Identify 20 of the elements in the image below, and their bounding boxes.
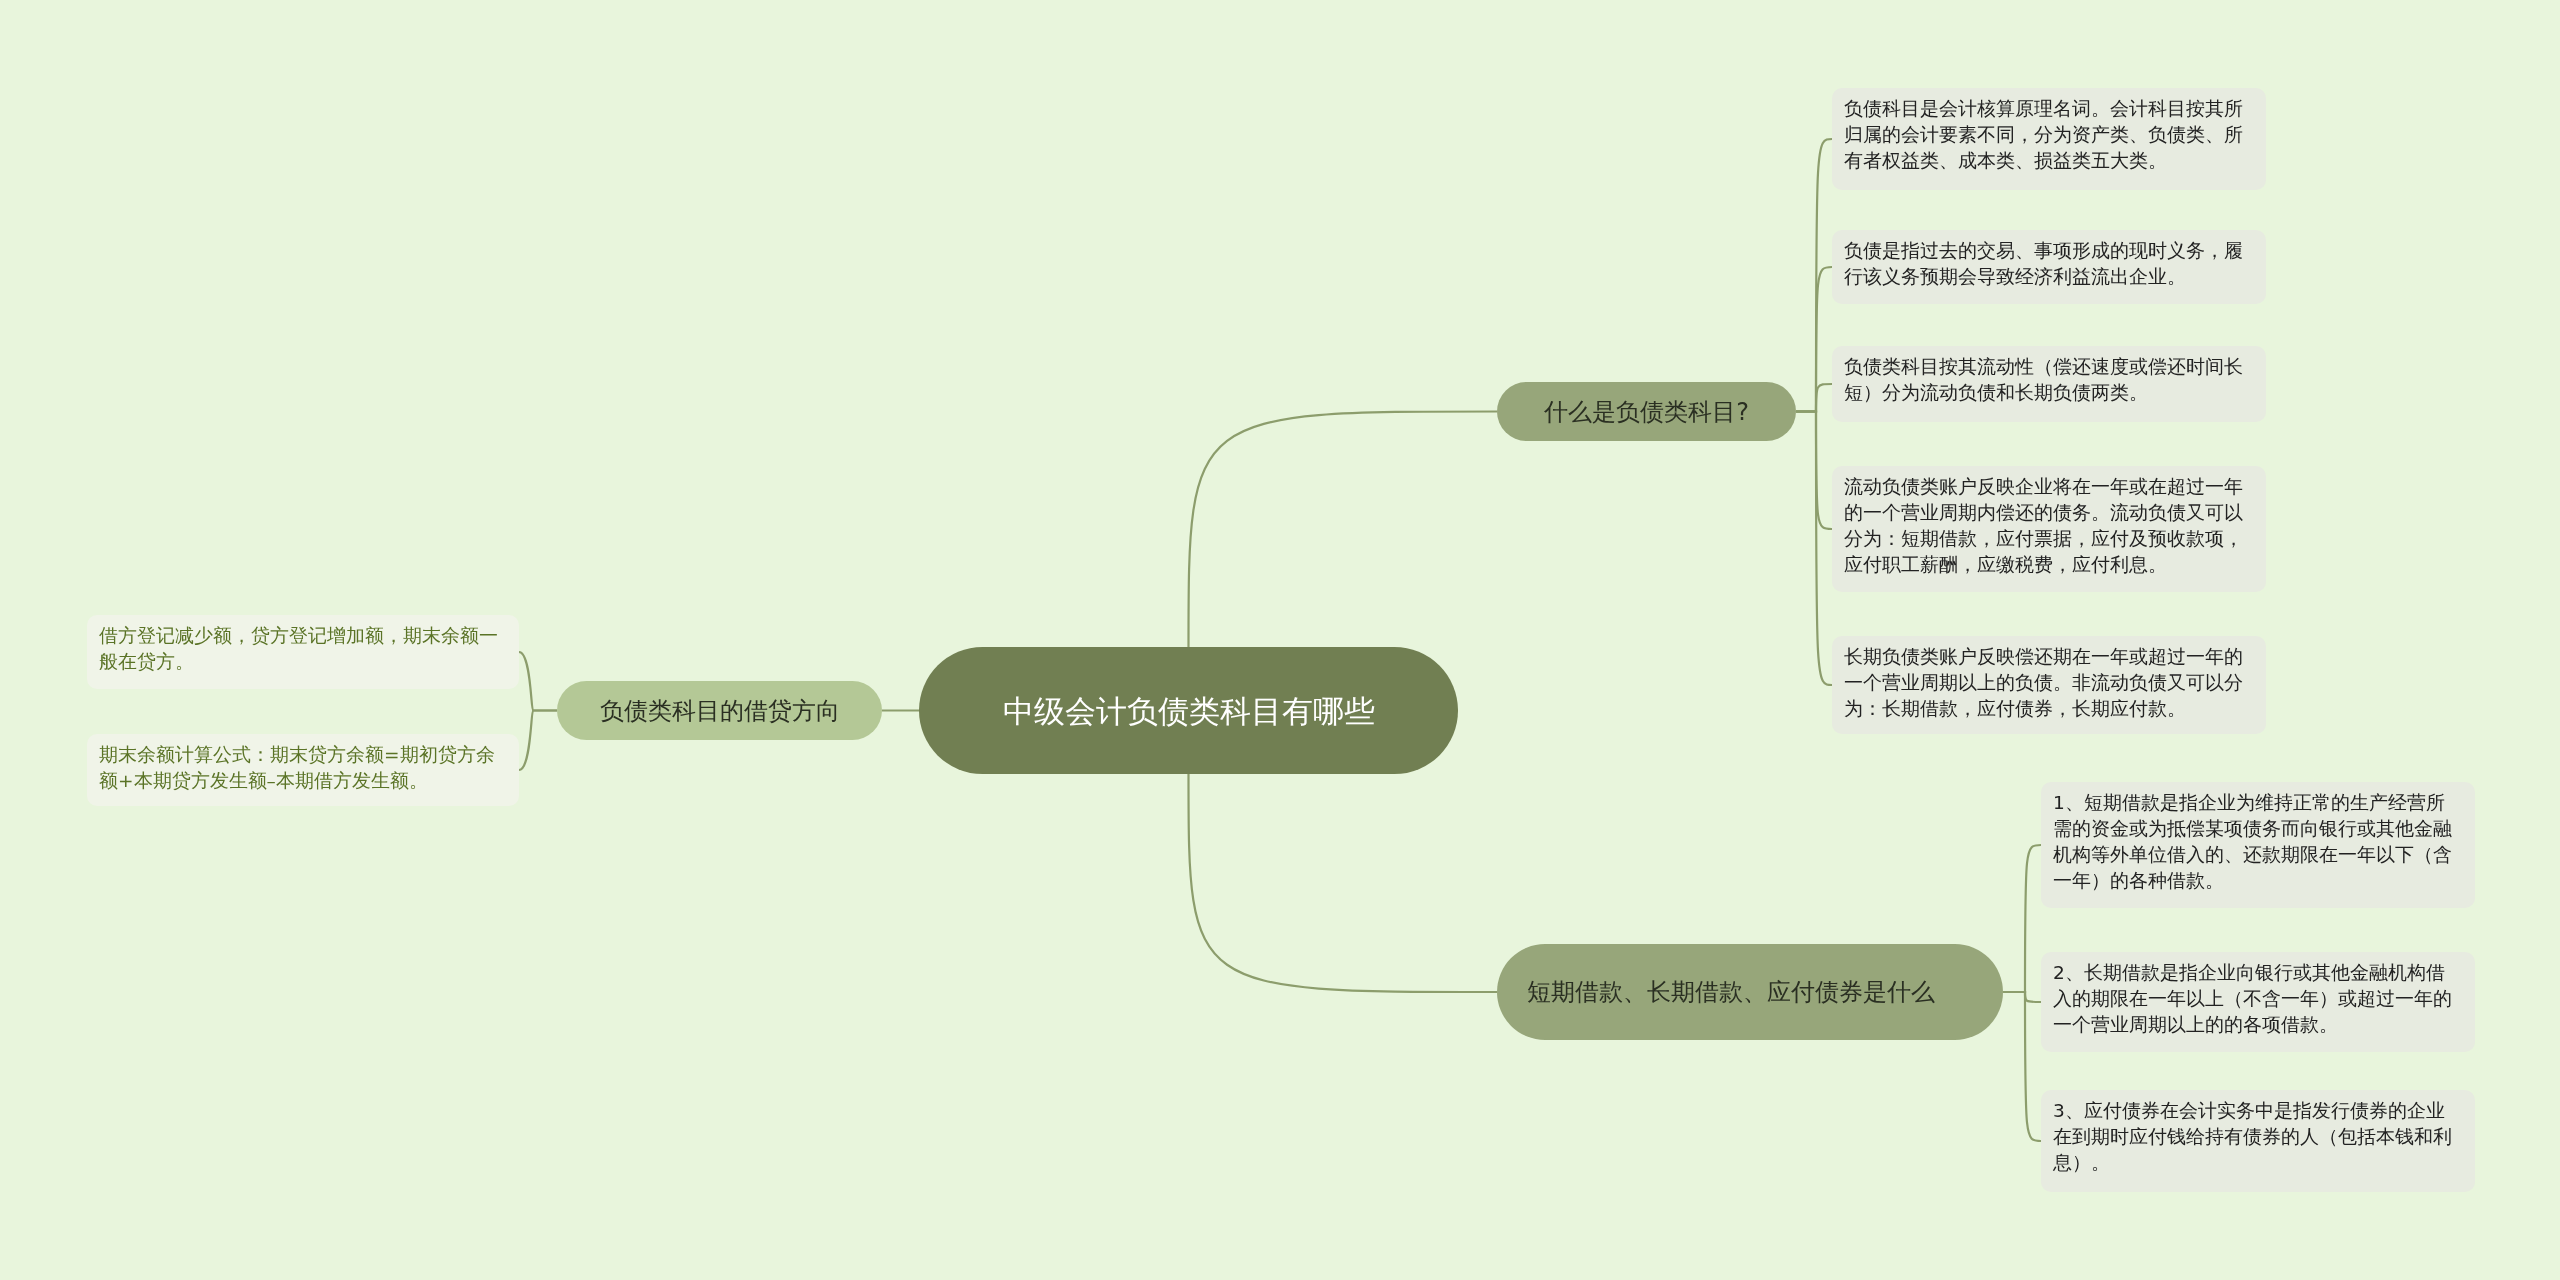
note-card: 负债类科目按其流动性（偿还速度或偿还时间长短）分为流动负债和长期负债两类。	[1832, 346, 2266, 422]
note-card: 负债是指过去的交易、事项形成的现时义务，履行该义务预期会导致经济利益流出企业。	[1832, 230, 2266, 304]
topic-pill: 什么是负债类科目?	[1497, 382, 1796, 441]
note-card: 3、应付债券在会计实务中是指发行债券的企业在到期时应付钱给持有债券的人（包括本钱和利息）。	[2041, 1090, 2475, 1192]
note-card: 流动负债类账户反映企业将在一年或在超过一年的一个营业周期内偿还的债务。流动负债又可以分为：短期借款，应付票据，应付及预收款项，应付职工薪酬，应缴税费，应付利息。	[1832, 466, 2266, 592]
connector-line	[518, 709, 557, 771]
note-card: 2、长期借款是指企业向银行或其他金融机构借入的期限在一年以上（不含一年）或超过一年的一个营业周期以上的的各项借款。	[2041, 952, 2475, 1052]
note-card: 长期负债类账户反映偿还期在一年或超过一年的一个营业周期以上的负债。非流动负债又可以分为：长期借款，应付债券，长期应付款。	[1832, 636, 2266, 734]
connector-line	[1187, 774, 1497, 994]
central-topic: 中级会计负债类科目有哪些	[919, 647, 1458, 774]
connector-line	[2003, 990, 2042, 1143]
connector-line	[1796, 410, 1833, 687]
topic-pill: 短期借款、长期借款、应付债券是什么	[1497, 944, 2003, 1040]
connector-line	[882, 709, 919, 712]
topic-pill: 负债类科目的借贷方向	[557, 681, 882, 740]
connector-line	[1187, 410, 1497, 647]
note-card: 负债科目是会计核算原理名词。会计科目按其所归属的会计要素不同，分为资产类、负债类、所有者权益类、成本类、损益类五大类。	[1832, 88, 2266, 190]
note-card: 1、短期借款是指企业为维持正常的生产经营所需的资金或为抵偿某项债务而向银行或其他金融机构等外单位借入的、还款期限在一年以下（含一年）的各种借款。	[2041, 782, 2475, 908]
note-card: 期末余额计算公式：期末贷方余额=期初贷方余额+本期贷方发生额–本期借方发生额。	[87, 734, 519, 806]
note-card: 借方登记减少额，贷方登记增加额，期末余额一般在贷方。	[87, 615, 519, 689]
